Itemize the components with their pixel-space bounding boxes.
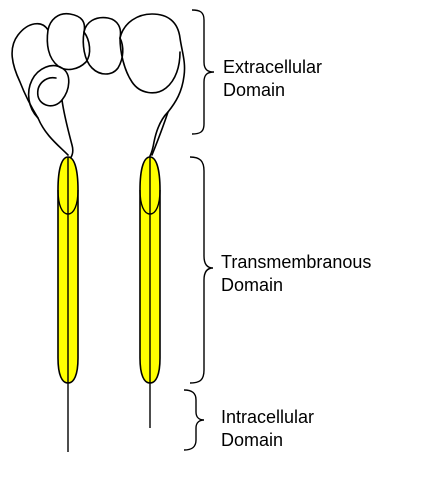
transmembrane-helix-right bbox=[140, 157, 160, 383]
label-intracellular-domain: Intracellular Domain bbox=[221, 406, 314, 452]
extracellular-domain-head bbox=[12, 14, 184, 160]
brace-transmembranous bbox=[190, 157, 213, 383]
label-transmembranous-line1: Transmembranous bbox=[221, 251, 371, 274]
label-extracellular-domain: Extracellular Domain bbox=[223, 56, 322, 102]
label-extracellular-line1: Extracellular bbox=[223, 56, 322, 79]
head-outline bbox=[12, 14, 184, 155]
brace-intracellular bbox=[184, 390, 204, 450]
label-transmembranous-line2: Domain bbox=[221, 274, 371, 297]
transmembrane-helix-left bbox=[58, 157, 78, 383]
head-knot-right bbox=[120, 38, 180, 93]
label-transmembranous-domain: Transmembranous Domain bbox=[221, 251, 371, 297]
label-intracellular-line2: Domain bbox=[221, 429, 314, 452]
label-extracellular-line2: Domain bbox=[223, 79, 322, 102]
head-knot-left bbox=[29, 66, 69, 118]
brace-extracellular bbox=[192, 10, 214, 134]
label-intracellular-line1: Intracellular bbox=[221, 406, 314, 429]
